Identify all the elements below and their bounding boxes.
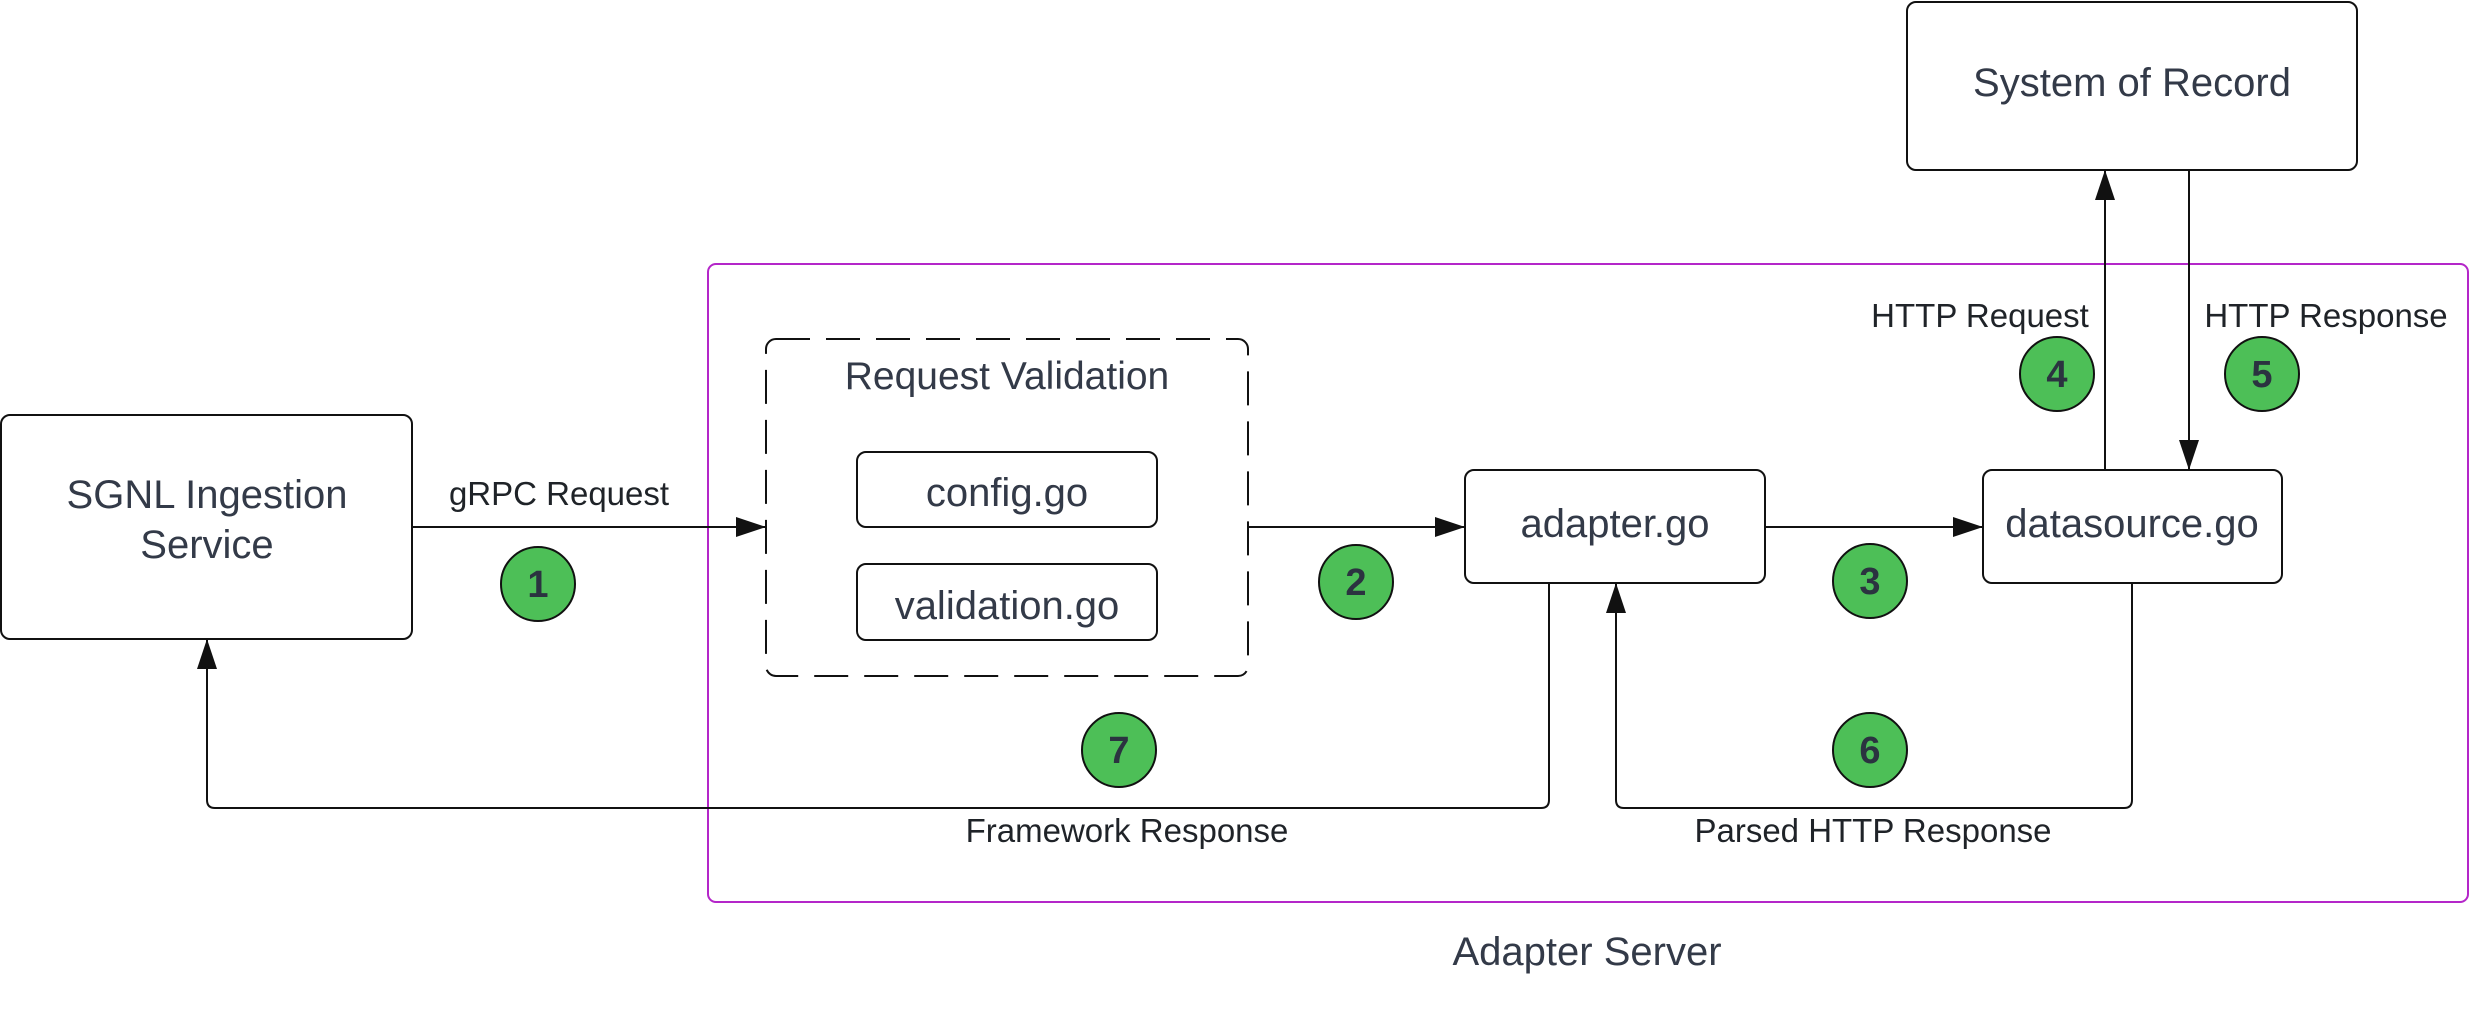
config-go-label: config.go	[926, 471, 1088, 515]
adapter-go-label: adapter.go	[1520, 502, 1709, 546]
sgnl-ingestion-service-label-line2: Service	[140, 523, 273, 567]
grpc-request-label: gRPC Request	[449, 475, 669, 512]
config-go-box	[856, 451, 1158, 528]
step-badge-2: 2	[1318, 544, 1394, 620]
adapter-server-label: Adapter Server	[1452, 930, 1721, 974]
step-badge-3: 3	[1832, 543, 1908, 619]
datasource-go-label: datasource.go	[2005, 502, 2259, 546]
system-of-record-box	[1906, 1, 2358, 171]
step-badge-4: 4	[2019, 336, 2095, 412]
system-of-record-label: System of Record	[1973, 61, 2291, 105]
request-validation-label: Request Validation	[845, 355, 1170, 398]
step-number: 7	[1108, 730, 1129, 772]
step-number: 5	[2251, 354, 2272, 396]
step-number: 2	[1345, 562, 1366, 604]
step-badge-7: 7	[1081, 712, 1157, 788]
step-badge-6: 6	[1832, 712, 1908, 788]
validation-go-box	[856, 563, 1158, 641]
parsed-http-response-arrow	[1606, 583, 2133, 809]
step-number: 3	[1859, 561, 1880, 603]
step-badge-1: 1	[500, 546, 576, 622]
framework-response-arrow	[197, 583, 1550, 809]
request-validation-group	[765, 338, 1249, 677]
step-number: 4	[2046, 354, 2067, 396]
framework-response-label: Framework Response	[966, 812, 1289, 849]
step-number: 6	[1859, 730, 1880, 772]
adapter-server-container	[707, 263, 2469, 903]
parsed-http-response-label: Parsed HTTP Response	[1694, 812, 2051, 849]
step-number: 1	[527, 564, 548, 606]
step-badge-5: 5	[2224, 336, 2300, 412]
sgnl-ingestion-service-label: SGNL Ingestion	[67, 473, 348, 517]
validation-go-label: validation.go	[895, 584, 1120, 628]
http-request-label: HTTP Request	[1871, 297, 2089, 334]
http-response-label: HTTP Response	[2204, 297, 2447, 334]
